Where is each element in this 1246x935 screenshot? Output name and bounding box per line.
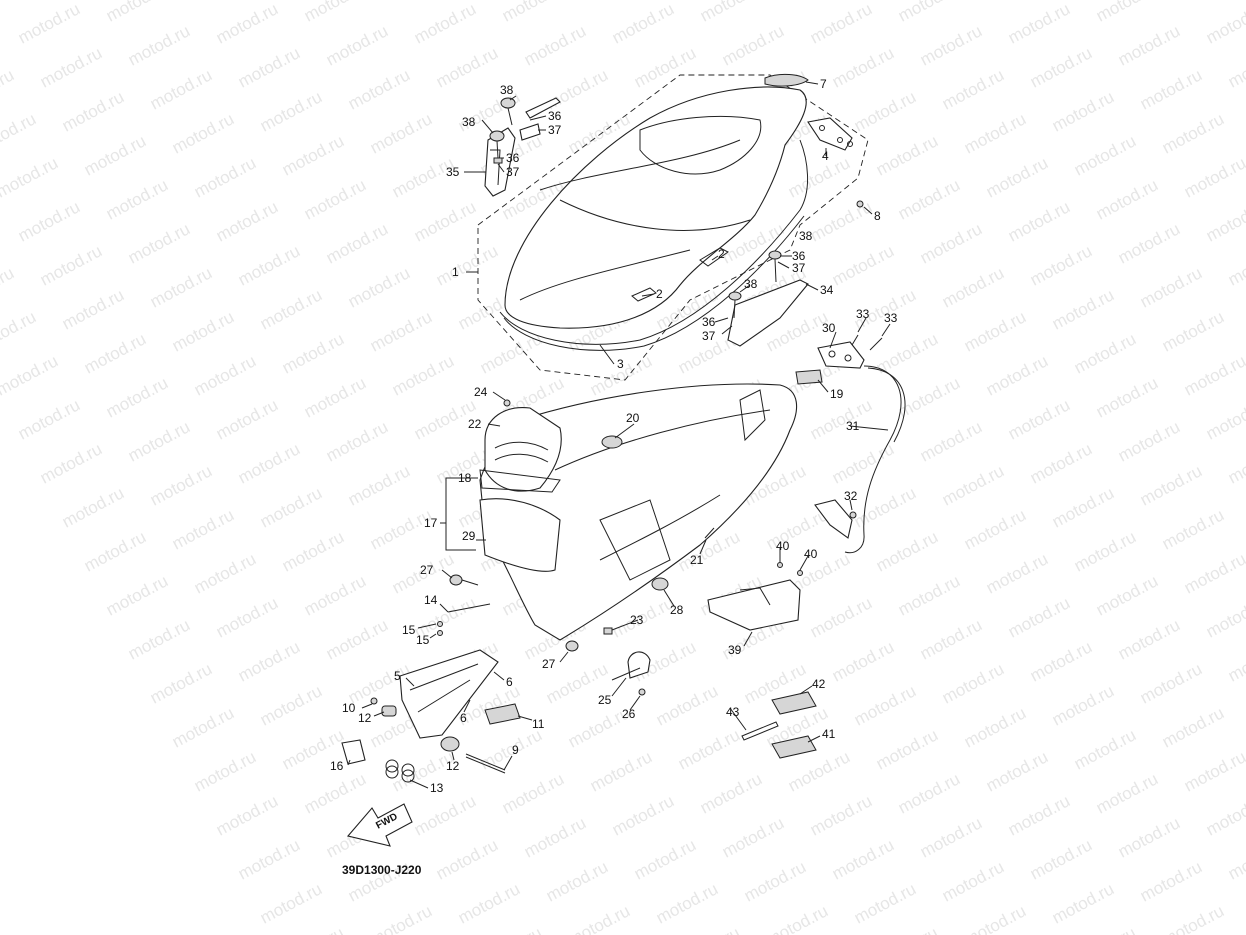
bolt-8 bbox=[856, 200, 864, 208]
forward-direction-arrow: FWD bbox=[346, 803, 413, 847]
callout-38: 38 bbox=[462, 115, 476, 129]
callout-29: 29 bbox=[462, 529, 476, 543]
callout-36: 36 bbox=[548, 109, 562, 123]
cover-19-part bbox=[795, 369, 823, 385]
callout-18: 18 bbox=[458, 471, 472, 485]
callout-9: 9 bbox=[512, 743, 519, 757]
callout-12: 12 bbox=[358, 711, 372, 725]
callout-36: 36 bbox=[506, 151, 520, 165]
callout-28: 28 bbox=[670, 603, 684, 617]
cover-39-part bbox=[707, 562, 803, 631]
callout-36: 36 bbox=[792, 249, 806, 263]
shaft-9-part bbox=[465, 753, 506, 774]
bolt-27-upper bbox=[449, 574, 479, 586]
clip-23-part bbox=[603, 627, 613, 635]
callout-37: 37 bbox=[506, 165, 520, 179]
callout-35: 35 bbox=[446, 165, 460, 179]
callout-7: 7 bbox=[820, 77, 827, 91]
callout-37: 37 bbox=[702, 329, 716, 343]
callout-40: 40 bbox=[804, 547, 818, 561]
cap-20-part bbox=[601, 435, 623, 449]
callout-40: 40 bbox=[776, 539, 790, 553]
callout-5: 5 bbox=[394, 669, 401, 683]
spring-13-part bbox=[385, 759, 415, 783]
callout-6: 6 bbox=[506, 675, 513, 689]
callout-6: 6 bbox=[460, 711, 467, 725]
callout-41: 41 bbox=[822, 727, 836, 741]
callout-14: 14 bbox=[424, 593, 438, 607]
callout-34: 34 bbox=[820, 283, 834, 297]
clamp-25-part bbox=[611, 651, 651, 696]
callout-36: 36 bbox=[702, 315, 716, 329]
callout-37: 37 bbox=[548, 123, 562, 137]
seat-part bbox=[504, 86, 807, 329]
collar-12-upper-part bbox=[370, 697, 397, 717]
callout-3: 3 bbox=[617, 357, 624, 371]
callout-31: 31 bbox=[846, 419, 860, 433]
callout-15: 15 bbox=[402, 623, 416, 637]
bolt-27-lower bbox=[565, 640, 579, 652]
callout-38: 38 bbox=[500, 83, 514, 97]
callout-33: 33 bbox=[856, 307, 870, 321]
callout-27: 27 bbox=[420, 563, 434, 577]
callout-4: 4 bbox=[822, 149, 829, 163]
bolt-21-part bbox=[704, 527, 715, 539]
callout-11: 11 bbox=[532, 717, 545, 731]
seat-latch-part bbox=[817, 334, 883, 369]
callout-25: 25 bbox=[598, 693, 612, 707]
callout-2: 2 bbox=[718, 247, 725, 261]
seat-trim-band-part bbox=[499, 139, 809, 351]
damper-28-part bbox=[651, 577, 669, 591]
callout-27: 27 bbox=[542, 657, 556, 671]
seat-stay-bracket-part bbox=[727, 250, 809, 347]
callout-16: 16 bbox=[330, 759, 344, 773]
callout-19: 19 bbox=[830, 387, 844, 401]
diagram-code: 39D1300-J220 bbox=[342, 863, 422, 877]
callout-21: 21 bbox=[690, 553, 704, 567]
callout-20: 20 bbox=[626, 411, 640, 425]
seat-hinge-bracket-part bbox=[807, 117, 853, 151]
plate-16-part bbox=[341, 739, 366, 765]
pad-11-part bbox=[484, 703, 521, 725]
box-panel-22-part bbox=[479, 407, 562, 493]
seat-bump-stop-part bbox=[764, 73, 809, 87]
callout-2: 2 bbox=[656, 287, 663, 301]
pad-42-part bbox=[771, 691, 817, 715]
callout-12: 12 bbox=[446, 759, 460, 773]
collar-12-lower-part bbox=[440, 736, 460, 752]
bolt-38-upper bbox=[500, 97, 561, 141]
callout-38: 38 bbox=[744, 277, 758, 291]
callout-26: 26 bbox=[622, 707, 636, 721]
callout-23: 23 bbox=[630, 613, 644, 627]
latch-cable-part bbox=[844, 365, 906, 554]
screw-24-part bbox=[503, 399, 511, 407]
callout-10: 10 bbox=[342, 701, 356, 715]
bracket-5-part bbox=[399, 649, 499, 739]
callout-24: 24 bbox=[474, 385, 488, 399]
pad-41-part bbox=[771, 735, 817, 759]
callout-13: 13 bbox=[430, 781, 444, 795]
shaft-14-part bbox=[437, 603, 491, 636]
callout-42: 42 bbox=[812, 677, 826, 691]
callout-38: 38 bbox=[799, 229, 813, 243]
callout-17: 17 bbox=[424, 516, 438, 530]
callout-33: 33 bbox=[884, 311, 898, 325]
cable-end-32-part bbox=[814, 499, 857, 539]
callout-32: 32 bbox=[844, 489, 858, 503]
box-liner-29-part bbox=[479, 498, 561, 572]
callout-39: 39 bbox=[728, 643, 742, 657]
bolt-38-lower bbox=[489, 130, 505, 164]
callout-30: 30 bbox=[822, 321, 836, 335]
callout-43: 43 bbox=[726, 705, 740, 719]
callout-numbers: 1 2 2 3 4 7 8 38 38 36 37 36 37 35 38 36… bbox=[330, 77, 898, 795]
leader-lines bbox=[347, 81, 891, 789]
callout-8: 8 bbox=[874, 209, 881, 223]
callout-15: 15 bbox=[416, 633, 430, 647]
band-43-part bbox=[741, 721, 779, 741]
callout-22: 22 bbox=[468, 417, 482, 431]
callout-1: 1 bbox=[452, 265, 459, 279]
callout-37: 37 bbox=[792, 261, 806, 275]
